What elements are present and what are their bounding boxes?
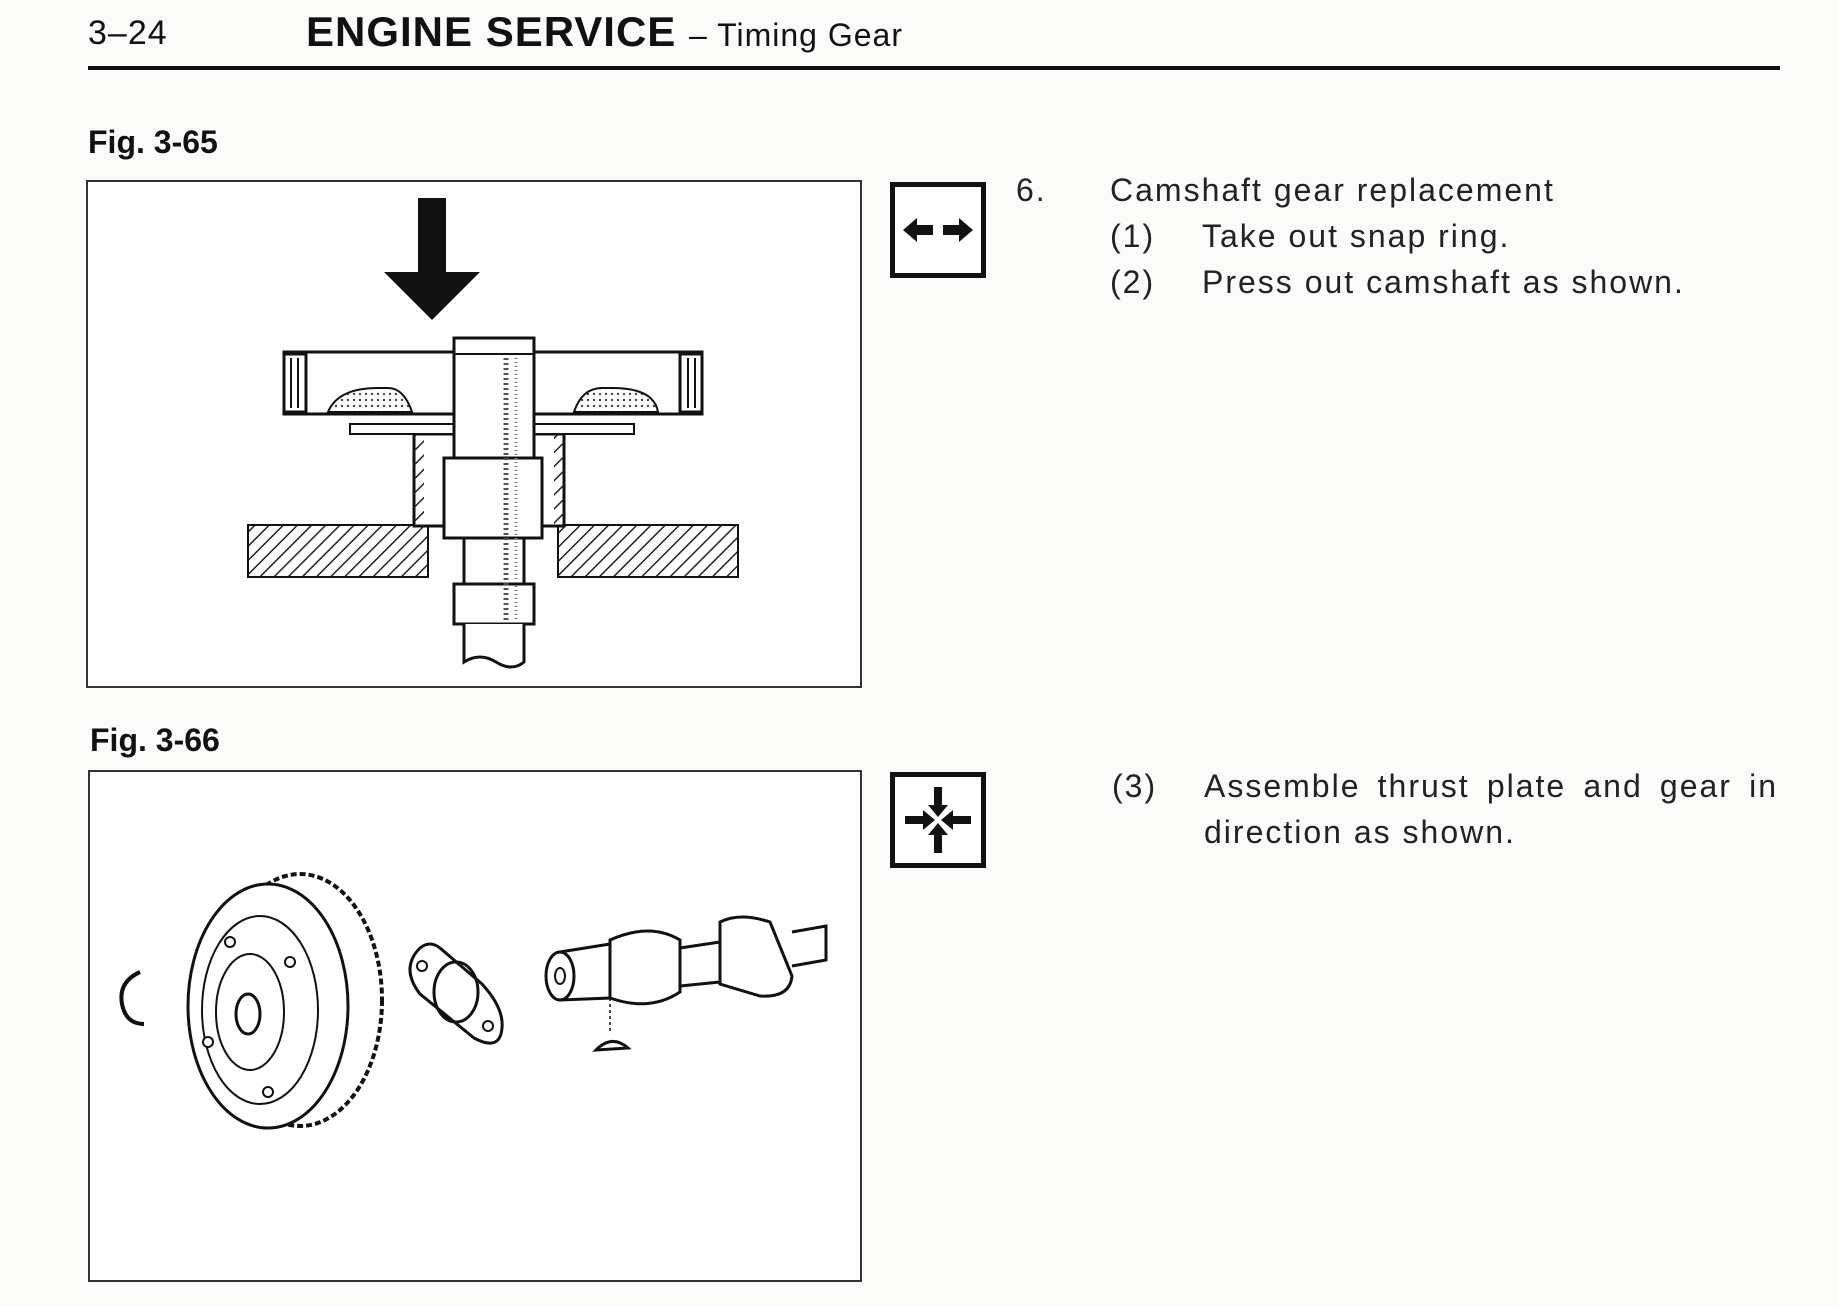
woodruff-key — [592, 1040, 632, 1052]
figure-label-3-65: Fig. 3-65 — [88, 124, 218, 160]
step-6-1-number: (1) — [1110, 218, 1156, 254]
page-title: ENGINE SERVICE – Timing Gear — [306, 8, 903, 56]
step-3-number: (3) — [1112, 768, 1158, 804]
gear-assembly-illustration — [119, 872, 828, 1130]
step-3-line-2: direction as shown. — [1204, 814, 1516, 850]
snap-ring — [119, 970, 145, 1026]
header-rule — [88, 66, 1780, 70]
figure-camshaft-press — [86, 180, 862, 688]
figure-gear-assembly — [88, 770, 862, 1282]
press-base-left — [247, 524, 429, 578]
figure-label-3-66: Fig. 3-66 — [90, 722, 220, 758]
page-number: 3–24 — [88, 14, 168, 52]
section-title: ENGINE SERVICE — [306, 8, 677, 55]
camshaft-press-illustration — [247, 198, 739, 669]
camshaft-gear — [282, 350, 704, 416]
step-6-title: Camshaft gear replacement — [1110, 172, 1555, 208]
step-6-1-text: Take out snap ring. — [1202, 218, 1511, 254]
section-subtitle: – Timing Gear — [689, 17, 903, 53]
assembly-symbol-icon — [890, 772, 986, 868]
camshaft — [544, 915, 828, 1034]
step-3-line-1: Assemble thrust plate and gear in — [1204, 768, 1778, 804]
step-6-2-text: Press out camshaft as shown. — [1202, 264, 1685, 300]
step-6-2-number: (2) — [1110, 264, 1156, 300]
press-arrow-icon — [384, 198, 480, 320]
step-6-number: 6. — [1016, 172, 1047, 208]
press-base-right — [557, 524, 739, 578]
camshaft — [442, 336, 544, 669]
thrust-plate — [408, 942, 504, 1045]
timing-gear — [186, 872, 384, 1130]
disassembly-symbol-icon — [890, 182, 986, 278]
